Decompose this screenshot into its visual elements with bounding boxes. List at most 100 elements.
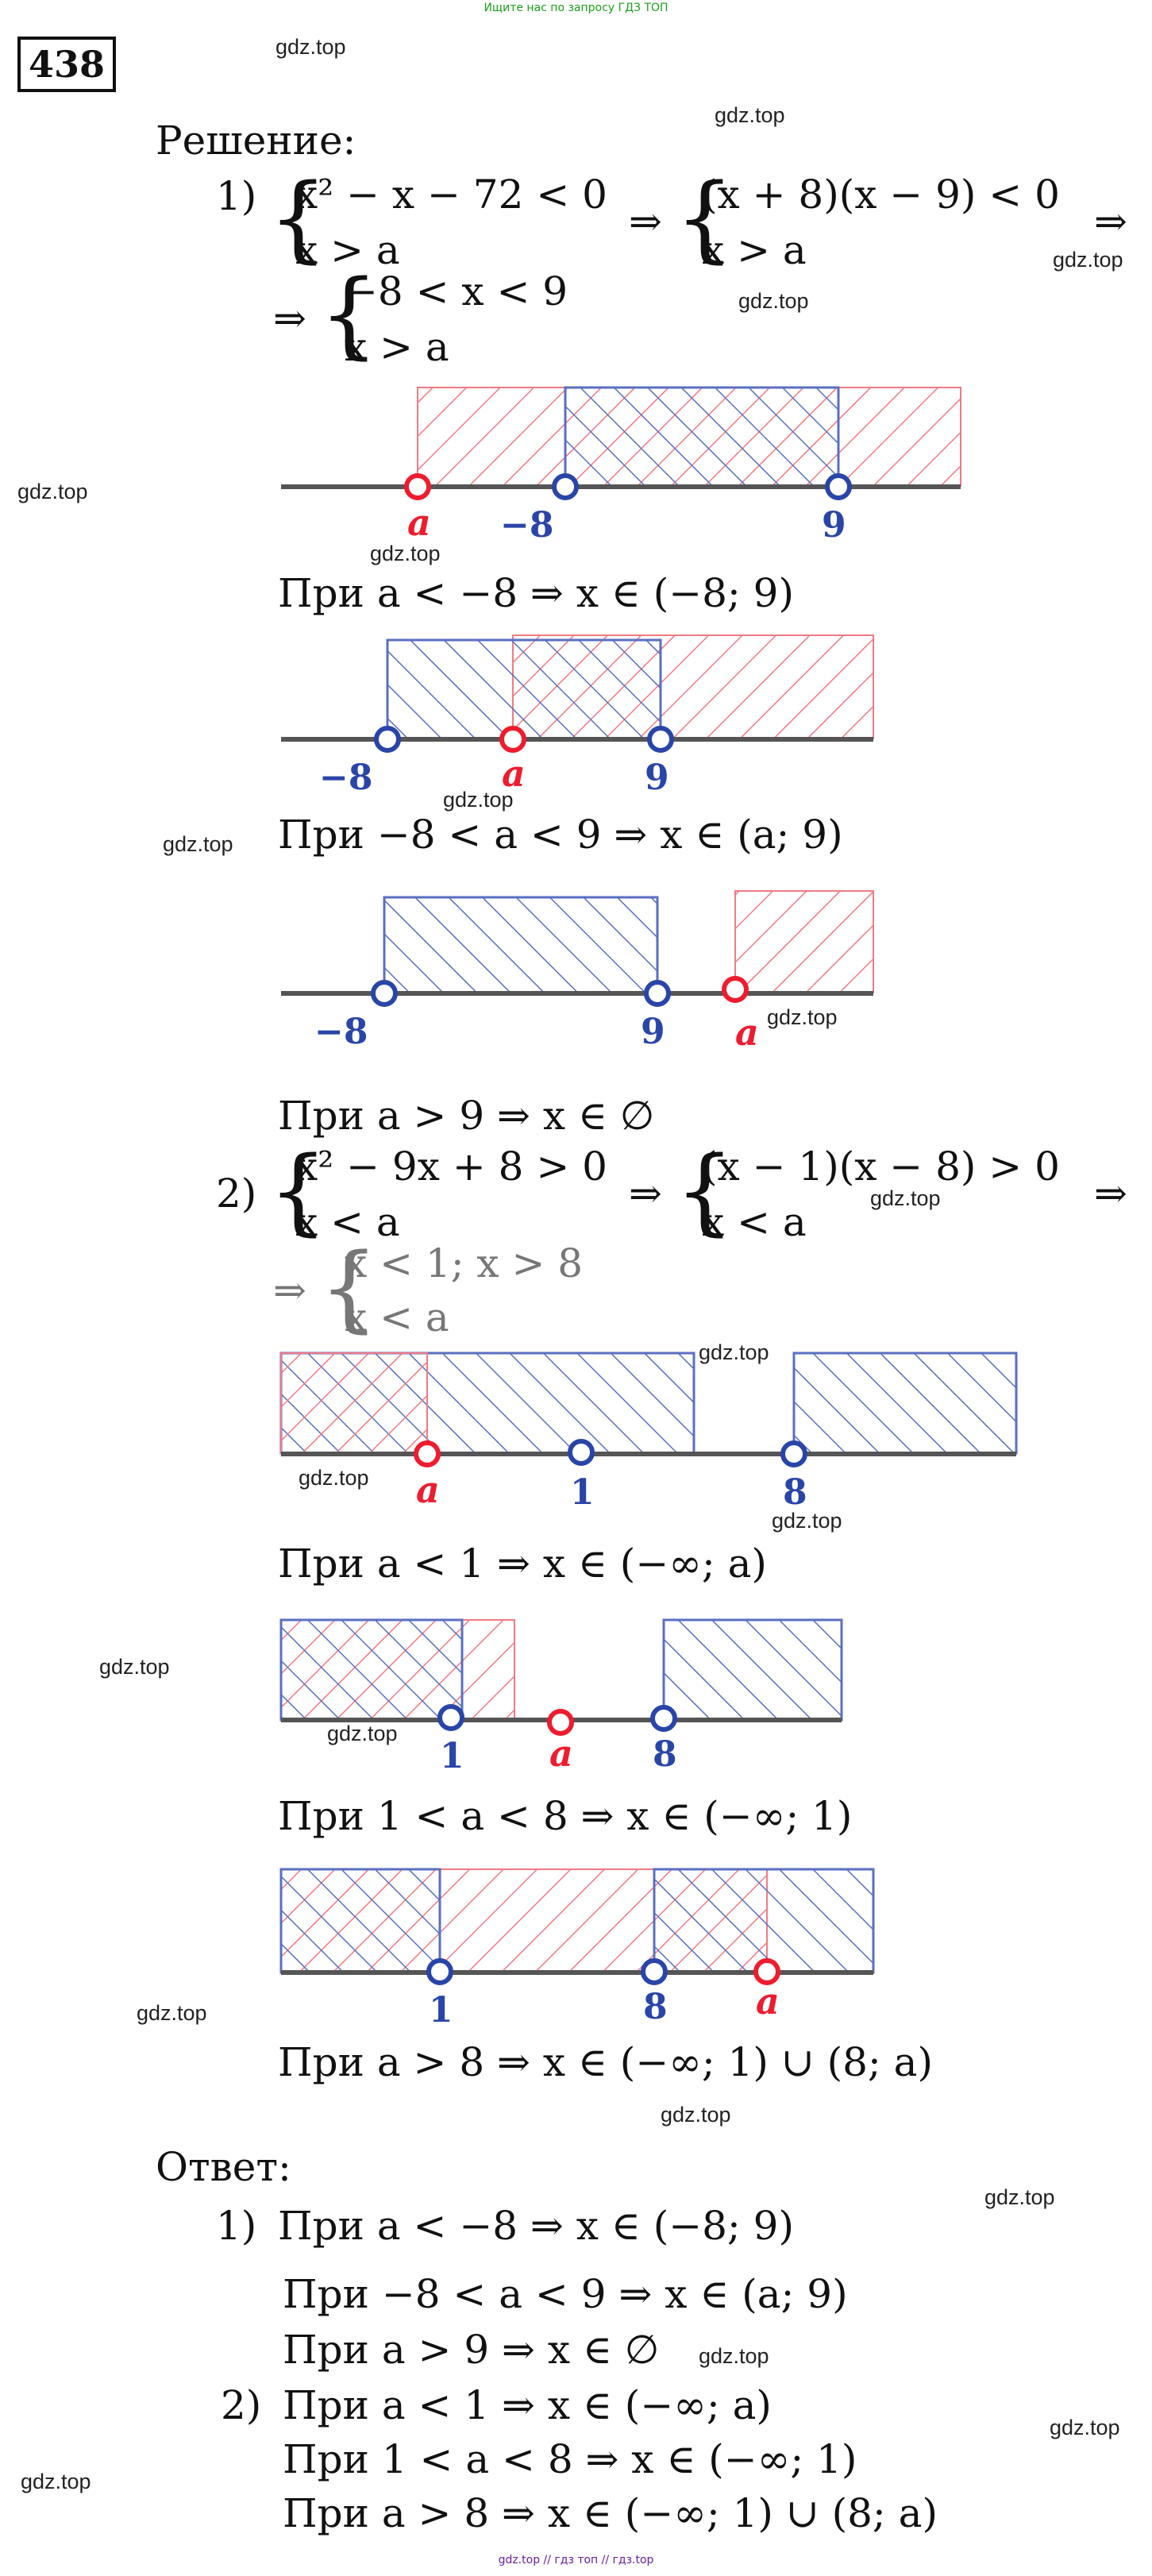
part2-sys1-line1: x² − 9x + 8 > 0	[295, 1143, 607, 1190]
watermark: gdz.top	[738, 289, 809, 313]
point-8	[641, 1958, 668, 1985]
brace: {	[268, 1136, 329, 1245]
bottom-banner: gdz.top // гдз топ // гдз.top	[498, 2554, 654, 2566]
answer-p1-line1: При a < −8 ⇒ x ∈ (−8; 9)	[278, 2203, 794, 2249]
part1-sys3-line1: −8 < x < 9	[345, 268, 568, 314]
label-a: a	[407, 501, 431, 544]
watermark: gdz.top	[137, 2001, 207, 2025]
watermark: gdz.top	[772, 1509, 842, 1533]
label-9: 9	[822, 505, 846, 546]
watermark: gdz.top	[699, 2344, 769, 2368]
answer-p2-line1: При a < 1 ⇒ x ∈ (−∞; a)	[283, 2382, 772, 2428]
watermark: gdz.top	[299, 1466, 369, 1490]
point-9	[825, 473, 852, 500]
blue-region-right	[653, 1868, 875, 1974]
point-1	[568, 1439, 595, 1466]
point-a	[499, 726, 526, 753]
implies: ⇒	[629, 199, 662, 245]
part2-number: 2)	[216, 1170, 257, 1217]
blue-region	[386, 638, 662, 740]
implies: ⇒	[273, 295, 306, 341]
number-line-3: −8 9 a	[281, 890, 874, 1054]
part1-case3: При a > 9 ⇒ x ∈ ∅	[278, 1093, 655, 1139]
part2-sys1-line2: x < a	[295, 1199, 400, 1245]
point-1	[426, 1958, 453, 1985]
blue-region	[383, 896, 659, 994]
label-1: 1	[570, 1472, 595, 1513]
solution-title: Решение:	[156, 118, 356, 164]
answer-p1-line3: При a > 9 ⇒ x ∈ ∅	[283, 2327, 660, 2373]
watermark: gdz.top	[327, 1722, 398, 1745]
answer-p2-line3: При a > 8 ⇒ x ∈ (−∞; 1) ∪ (8; a)	[283, 2490, 938, 2536]
label-1: 1	[440, 1736, 464, 1776]
label-minus8: −8	[319, 758, 372, 798]
number-line-5: 1 a 8	[279, 1618, 843, 1776]
label-a: a	[416, 1468, 440, 1511]
implies: ⇒	[1094, 1170, 1127, 1217]
part2-sys3-line2: x < a	[345, 1294, 449, 1340]
part2-sys3-line1: x < 1; x > 8	[345, 1240, 584, 1286]
point-a	[547, 1709, 574, 1736]
watermark: gdz.top	[1050, 2416, 1120, 2439]
brace: {	[675, 1136, 735, 1245]
point-a	[414, 1440, 441, 1467]
watermark: gdz.top	[99, 1655, 170, 1679]
point-1	[437, 1704, 464, 1731]
point-8	[780, 1440, 807, 1467]
part2-case1: При a < 1 ⇒ x ∈ (−∞; a)	[278, 1541, 767, 1587]
point-a	[722, 976, 749, 1003]
watermark: gdz.top	[767, 1005, 838, 1029]
watermark: gdz.top	[661, 2103, 731, 2127]
point-minus8	[371, 980, 398, 1007]
problem-number: 438	[17, 37, 117, 92]
point-minus8	[552, 473, 579, 500]
blue-region-left	[279, 1618, 464, 1722]
part1-sys1-line1: x² − x − 72 < 0	[295, 172, 607, 218]
brace: {	[268, 163, 329, 272]
point-minus8	[374, 726, 401, 753]
number-line-4: a 1 8	[279, 1352, 1018, 1513]
part1-case1: При a < −8 ⇒ x ∈ (−8; 9)	[278, 570, 794, 616]
red-region	[734, 890, 874, 993]
blue-region-left	[279, 1868, 441, 1974]
part1-number: 1)	[216, 173, 257, 219]
part2-sys2-line1: (x − 1)(x − 8) > 0	[702, 1143, 1060, 1190]
watermark: gdz.top	[163, 832, 233, 856]
answer-p1-line2: При −8 < a < 9 ⇒ x ∈ (a; 9)	[283, 2271, 848, 2317]
watermark: gdz.top	[699, 1340, 769, 1364]
implies: ⇒	[1094, 199, 1127, 245]
label-a: a	[756, 1980, 780, 2023]
label-1: 1	[429, 1990, 453, 2030]
label-9: 9	[645, 758, 669, 798]
watermark: gdz.top	[715, 103, 785, 127]
blue-region-right	[662, 1618, 843, 1722]
watermark: gdz.top	[443, 788, 514, 812]
point-9	[644, 980, 671, 1007]
watermark: gdz.top	[370, 542, 441, 565]
label-a: a	[735, 1011, 759, 1054]
answer-part1-number: 1)	[216, 2203, 257, 2249]
red-region	[280, 1352, 428, 1454]
blue-region-right	[792, 1352, 1018, 1455]
brace: {	[319, 259, 380, 368]
watermark: gdz.top	[870, 1186, 941, 1210]
part2-sys2-line2: x < a	[702, 1199, 807, 1245]
number-line-6: 1 8 a	[279, 1868, 875, 2030]
answer-part2-number: 2)	[221, 2382, 262, 2428]
label-a: a	[549, 1732, 573, 1775]
label-8: 8	[643, 1987, 668, 2027]
implies: ⇒	[629, 1170, 662, 1217]
label-9: 9	[641, 1012, 665, 1052]
part2-case2: При 1 < a < 8 ⇒ x ∈ (−∞; 1)	[278, 1793, 853, 1839]
point-8	[650, 1705, 677, 1732]
watermark: gdz.top	[21, 2470, 91, 2493]
part1-sys2-line2: x > a	[702, 227, 807, 273]
top-banner: Ищите нас по запросу ГДЗ ТОП	[484, 2, 668, 14]
point-a	[753, 1958, 780, 1985]
watermark: gdz.top	[275, 35, 346, 59]
label-8: 8	[653, 1734, 677, 1775]
blue-region	[564, 386, 840, 488]
brace: {	[675, 163, 735, 272]
watermark: gdz.top	[984, 2185, 1055, 2209]
part1-case2: При −8 < a < 9 ⇒ x ∈ (a; 9)	[278, 812, 843, 858]
